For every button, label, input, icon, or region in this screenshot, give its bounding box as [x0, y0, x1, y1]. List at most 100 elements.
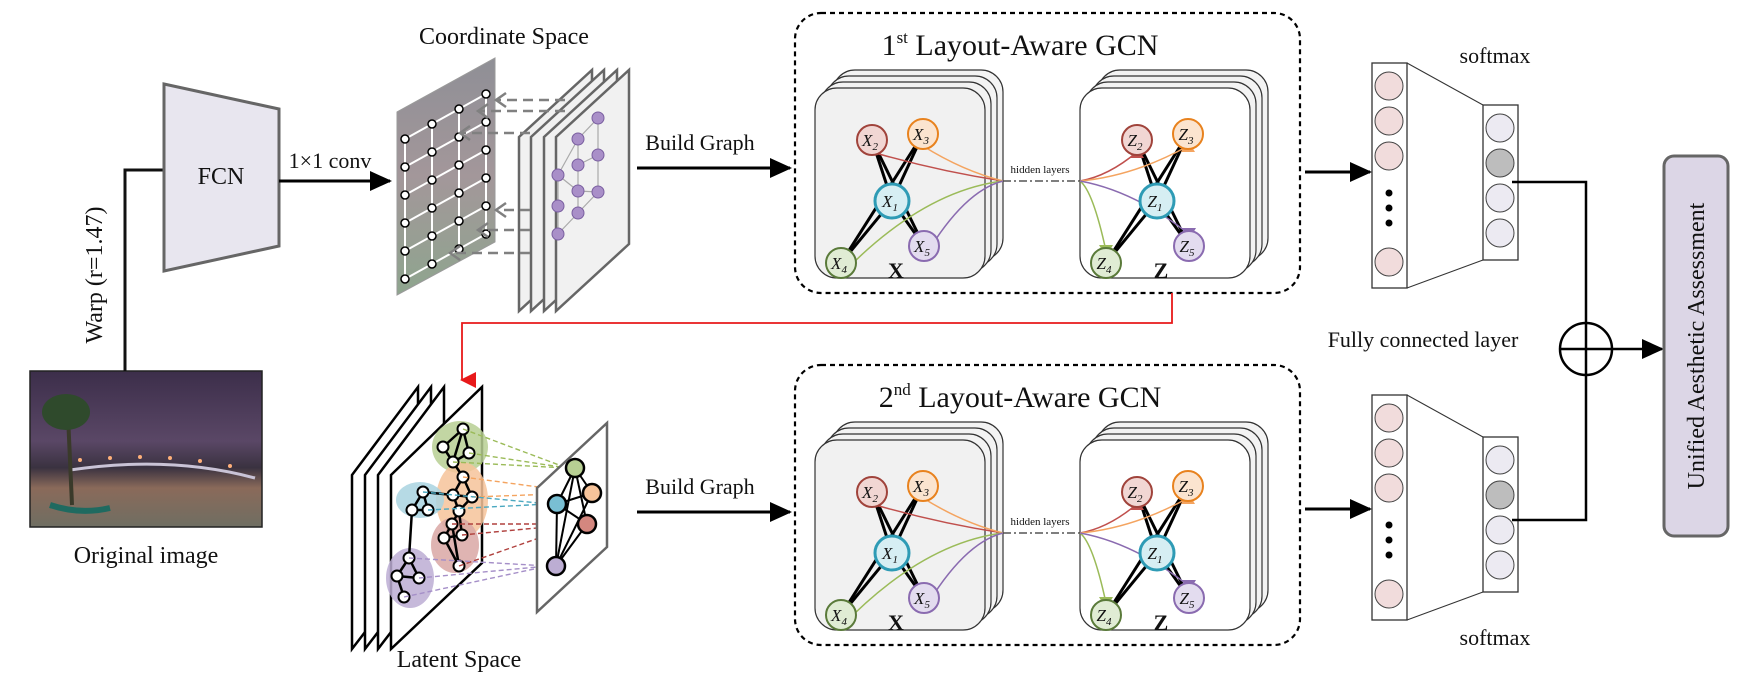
graph-node [1173, 582, 1205, 614]
graph-node-label: Z4 [1097, 606, 1112, 628]
graph-node [907, 470, 939, 502]
grid-edge [431, 164, 460, 181]
pooled-graph [545, 457, 603, 577]
grid-edge [404, 123, 433, 140]
fc-neuron [1374, 438, 1404, 468]
pooled-edge [555, 503, 558, 567]
purple-node-grid [551, 111, 605, 241]
node-name: X [881, 544, 893, 563]
node-subscript: 4 [841, 616, 847, 628]
original-image-block: Original image Warp (r=1.47) [29, 168, 263, 569]
grid-edge [404, 179, 433, 196]
node-name: X [913, 237, 925, 256]
fc-neuron [1374, 247, 1404, 277]
node-subscript: 5 [1189, 599, 1195, 611]
softmax-label-bottom: softmax [1460, 625, 1531, 650]
latent-space-block: Latent Space [350, 383, 609, 673]
correspondence-line [462, 476, 585, 494]
ellipsis-dot [1385, 536, 1393, 544]
correspondence-line [408, 557, 549, 567]
correspondence-line [427, 503, 550, 511]
node-subscript: 3 [1187, 135, 1194, 147]
graph-node [873, 534, 911, 572]
cluster-green [432, 421, 488, 473]
z-label: Z [1154, 258, 1169, 283]
graph-node [856, 124, 888, 156]
grid-node [400, 274, 410, 284]
grid-node [454, 104, 464, 114]
graph-node-label: Z3 [1179, 477, 1194, 499]
graph-node [1090, 247, 1122, 279]
graph-node-label: Z1 [1148, 544, 1163, 566]
correspondence-line [468, 452, 568, 469]
node-subscript: 5 [924, 599, 930, 611]
colored-edge [1079, 145, 1189, 182]
softmax-neuron [1485, 183, 1515, 213]
colored-edge [1079, 180, 1107, 252]
gcn-title: 1st Layout-Aware GCN [882, 28, 1159, 62]
output-label: Unified Aesthetic Assessment [1684, 202, 1710, 489]
colored-edge [922, 497, 1004, 534]
fc-neuron [1374, 141, 1404, 171]
pooled-edge [555, 467, 576, 567]
graph-node-label: X4 [830, 254, 847, 276]
fc-neuron [1374, 403, 1404, 433]
photo-bridge [69, 462, 256, 480]
colored-edge [1079, 497, 1189, 534]
node-subscript: 4 [841, 264, 847, 276]
graph-node-label: X2 [861, 131, 878, 153]
build-graph-label-top: Build Graph [645, 130, 754, 155]
graph-node-label: X1 [881, 544, 898, 566]
grid-edge [431, 248, 460, 265]
gcn-ordinal-sup: nd [894, 380, 912, 399]
softmax-neuron [1485, 218, 1515, 248]
node-name: X [861, 131, 873, 150]
latent-edge [450, 523, 461, 567]
fc-layer-top [1371, 62, 1519, 289]
grid-edge [458, 93, 487, 110]
grid-edge [458, 149, 487, 166]
graph-node-label: X4 [830, 606, 847, 628]
grid-node [400, 246, 410, 256]
purple-grid-edge [557, 138, 579, 176]
node-subscript: 1 [892, 554, 898, 566]
correspondence-line [422, 491, 550, 505]
conv-label: 1×1 conv [289, 148, 372, 173]
latent-node [436, 440, 450, 454]
node-name: X [913, 589, 925, 608]
node-subscript: 2 [872, 493, 878, 505]
node-name: Z [1097, 606, 1107, 625]
graph-node-label: X3 [912, 125, 929, 147]
warp-connector [123, 168, 164, 371]
ellipsis-dot [1385, 189, 1393, 197]
grid-node [427, 203, 437, 213]
grid-node [454, 160, 464, 170]
gcn-ordinal: 1 [882, 29, 897, 62]
grid-edge [458, 205, 487, 222]
graph-node [873, 182, 911, 220]
node-name: Z [1180, 589, 1190, 608]
purple-grid-node [571, 184, 585, 198]
fcn-label: FCN [198, 164, 245, 190]
x-label: X [888, 610, 904, 635]
hidden-layers-label: hidden layers [1011, 164, 1070, 176]
softmax-neuron [1485, 480, 1515, 510]
grid-edge [458, 177, 487, 194]
colored-edge [840, 532, 1004, 628]
gcn-title: 2nd Layout-Aware GCN [879, 380, 1162, 414]
graph-node-label: Z3 [1179, 125, 1194, 147]
graph-node [1172, 118, 1204, 150]
feature-map-stack [517, 67, 631, 314]
graph-node-label: Z5 [1180, 237, 1195, 259]
purple-grid-node [591, 111, 605, 125]
build-graph-label-bottom: Build Graph [645, 474, 754, 499]
grid-edge [404, 263, 433, 280]
colored-edge [922, 145, 1004, 182]
pooled-node [545, 555, 567, 577]
ellipsis-dot [1385, 551, 1393, 559]
grid-edge [404, 207, 433, 224]
node-subscript: 1 [1157, 554, 1163, 566]
gcn-ordinal: 2 [879, 381, 894, 414]
graph-node [856, 476, 888, 508]
